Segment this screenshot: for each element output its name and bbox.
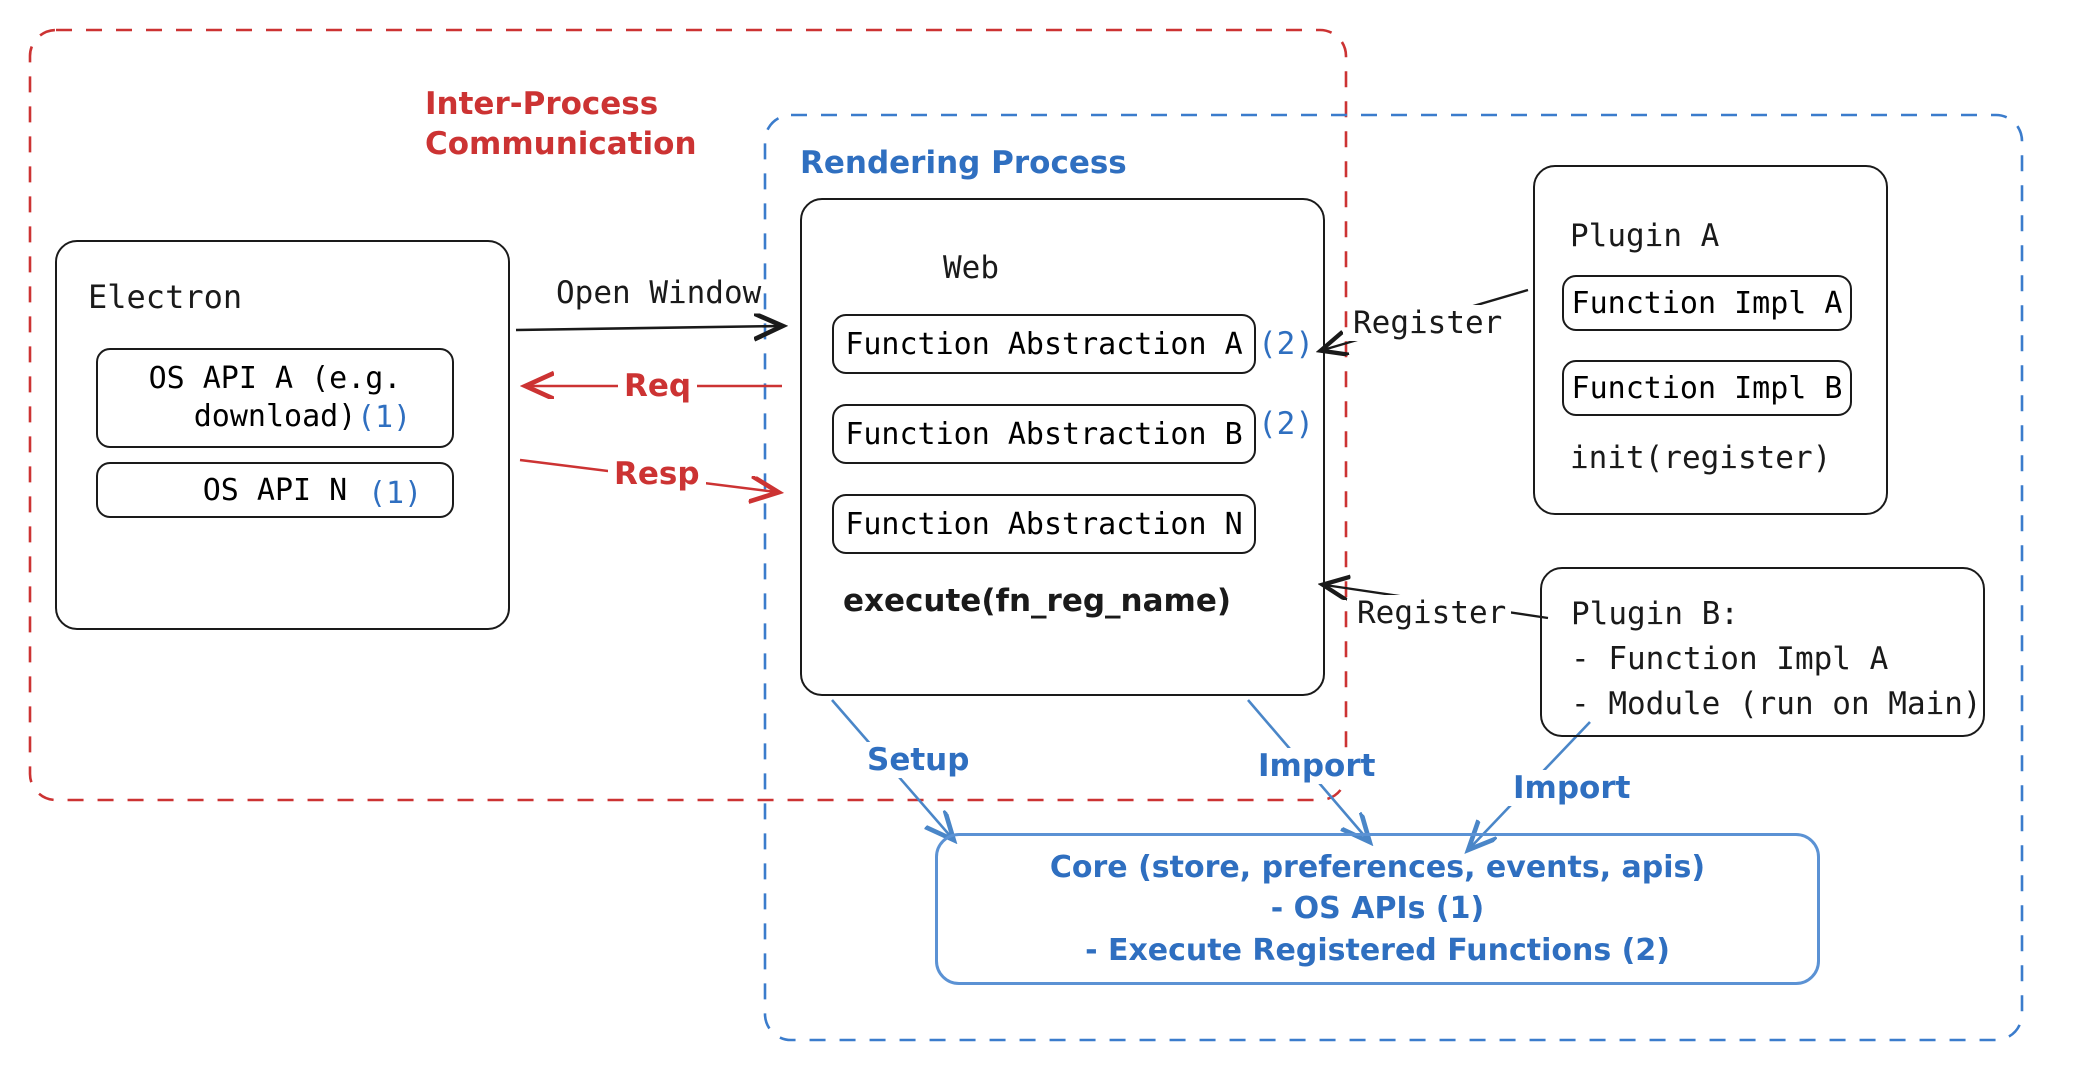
core-line-1: Core (store, preferences, events, apis) (1049, 849, 1706, 885)
plugin-a-init-method: init(register) (1570, 440, 1832, 476)
ipc-container-label: Inter-Process Communication (425, 86, 697, 162)
web-execute-method: execute(fn_reg_name) (843, 583, 1232, 619)
import-plugin-b-label: Import (1508, 770, 1636, 806)
open-window-label: Open Window (556, 275, 762, 311)
os-api-n-box[interactable]: OS API N (96, 462, 454, 518)
req-label: Req (618, 368, 698, 404)
import-web-label: Import (1253, 748, 1381, 784)
function-abstraction-b-box[interactable]: Function Abstraction B (832, 404, 1256, 464)
os-api-a-box[interactable]: OS API A (e.g. download) (96, 348, 454, 448)
open-window-arrow (515, 326, 780, 330)
core-box[interactable]: Core (store, preferences, events, apis) … (935, 833, 1820, 985)
electron-box[interactable] (55, 240, 510, 630)
plugin-a-title: Plugin A (1570, 218, 1720, 254)
web-box[interactable] (800, 198, 1325, 696)
plugin-b-item-1: - Module (run on Main) (1571, 686, 1982, 722)
function-impl-a-box[interactable]: Function Impl A (1562, 275, 1852, 331)
os-api-a-marker: (1) (357, 400, 412, 435)
register-plugin-b-label: Register (1352, 595, 1512, 631)
os-api-n-marker: (1) (368, 476, 423, 511)
plugin-b-item-0: - Function Impl A (1571, 641, 1889, 677)
function-abstraction-n-box[interactable]: Function Abstraction N (832, 494, 1256, 554)
electron-title: Electron (88, 278, 243, 316)
web-title: Web (943, 250, 999, 286)
resp-label: Resp (608, 456, 706, 492)
core-line-3: - Execute Registered Functions (2) (1085, 932, 1670, 968)
function-impl-b-box[interactable]: Function Impl B (1562, 360, 1852, 416)
plugin-a-box[interactable] (1533, 165, 1888, 515)
plugin-b-title: Plugin B: (1571, 596, 1739, 632)
function-abstraction-a-box[interactable]: Function Abstraction A (832, 314, 1256, 374)
function-abstraction-a-marker: (2) (1258, 326, 1314, 362)
rendering-container-label: Rendering Process (800, 145, 1127, 181)
plugin-b-box[interactable] (1540, 567, 1985, 737)
core-line-2: - OS APIs (1) (1270, 891, 1485, 927)
function-abstraction-b-marker: (2) (1258, 406, 1314, 442)
setup-label: Setup (862, 742, 975, 778)
register-plugin-a-label: Register (1348, 305, 1508, 341)
